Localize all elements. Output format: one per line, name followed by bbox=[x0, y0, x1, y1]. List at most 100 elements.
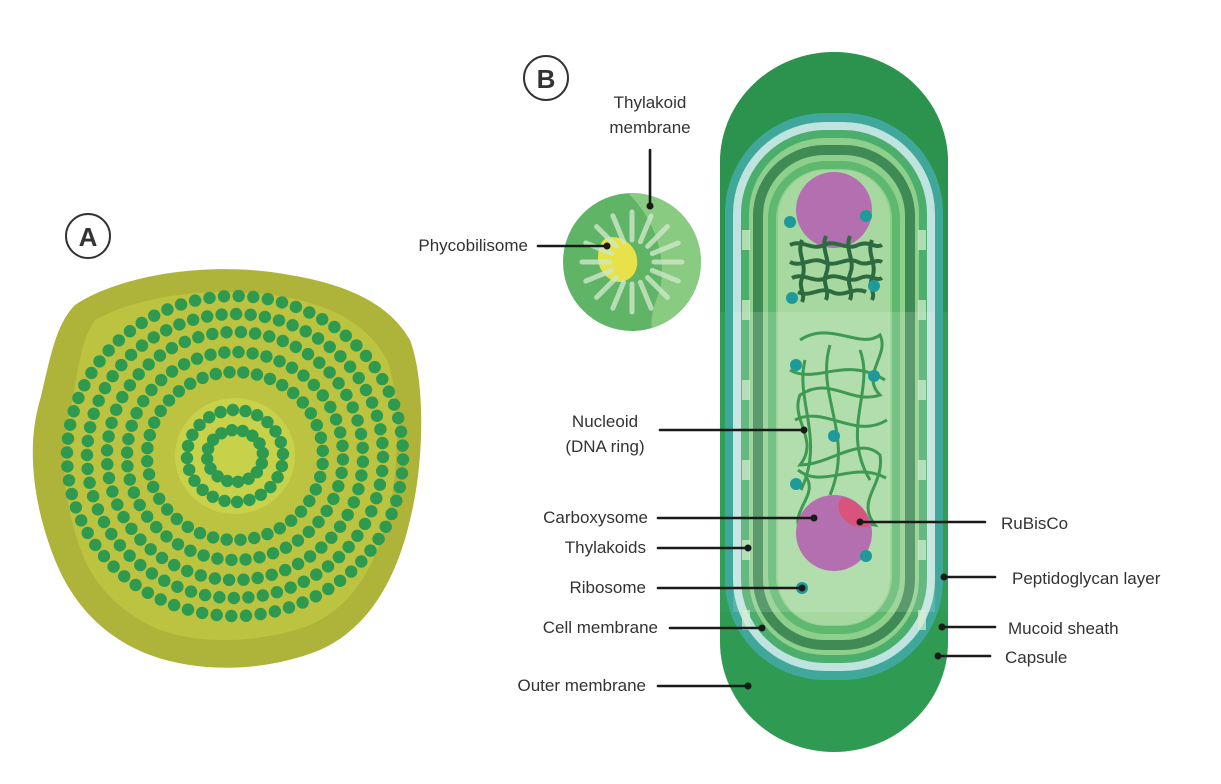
thylakoid-dot bbox=[106, 485, 119, 498]
thylakoid-dot bbox=[62, 474, 76, 487]
thylakoid-dot bbox=[123, 473, 136, 486]
thylakoid-ray bbox=[610, 213, 627, 245]
thylakoid-dot bbox=[328, 320, 341, 334]
thylakoid-dot bbox=[297, 575, 310, 588]
thylakoid-dot bbox=[334, 350, 347, 363]
thylakoid-dot bbox=[254, 607, 267, 621]
thylakoid-dot bbox=[93, 355, 106, 368]
thylakoid-dot bbox=[296, 596, 309, 609]
thylakoid-dot bbox=[162, 394, 176, 407]
label-nucleoid: Nucleoid (DNA ring) bbox=[565, 412, 808, 456]
thylakoid-dot bbox=[309, 590, 322, 603]
thylakoid-dot bbox=[276, 378, 289, 392]
thylakoid-dot bbox=[316, 313, 329, 326]
ribosome-dot bbox=[868, 370, 880, 382]
thylakoid-dot bbox=[97, 549, 111, 563]
thylakoid-dot bbox=[276, 447, 290, 461]
dna-strands-top bbox=[789, 235, 884, 303]
thylakoid-dot bbox=[69, 501, 83, 514]
thylakoid-dot bbox=[203, 411, 216, 424]
thylakoid-dot bbox=[204, 462, 217, 475]
thylakoid-dot bbox=[287, 386, 300, 400]
ribosome-dot bbox=[860, 550, 872, 562]
thylakoid-dot bbox=[329, 413, 343, 426]
thylakoid-dot bbox=[336, 453, 350, 466]
thylakoid-dot bbox=[148, 416, 161, 429]
thylakoid-dot bbox=[301, 347, 315, 361]
thylakoid-dot bbox=[351, 414, 364, 427]
thylakoid-dot bbox=[332, 377, 345, 390]
thylakoid-dash bbox=[918, 540, 926, 560]
thylakoid-rays bbox=[579, 209, 685, 315]
thylakoid-dot bbox=[253, 437, 266, 450]
thylakoid-dot bbox=[101, 458, 114, 471]
ribosome-dot bbox=[860, 210, 872, 222]
thylakoid-dot bbox=[239, 609, 253, 622]
panel-b: B bbox=[418, 52, 1161, 752]
thylakoid-dot bbox=[373, 478, 387, 491]
thylakoid-dot bbox=[147, 331, 160, 344]
thylakoid-dot bbox=[248, 327, 262, 340]
thylakoid-dot bbox=[78, 379, 91, 392]
leader-tip-mucoid-sheath bbox=[938, 623, 946, 631]
label-capsule: Capsule bbox=[934, 648, 1067, 667]
thylakoid-dot bbox=[342, 540, 355, 554]
thylakoid-dot bbox=[102, 471, 116, 485]
thylakoid-dot bbox=[225, 609, 238, 623]
thylakoid-dot bbox=[206, 490, 219, 503]
thylakoid-dot bbox=[333, 520, 347, 533]
thylakoid-dot bbox=[352, 371, 365, 385]
thylakoid-dot bbox=[153, 492, 166, 505]
thylakoid-dot bbox=[170, 512, 183, 526]
thylakoid-dot bbox=[376, 450, 390, 464]
thylakoid-dot bbox=[124, 348, 138, 362]
thylakoid-outer-ring bbox=[753, 145, 915, 650]
thylakoid-dot bbox=[324, 400, 337, 414]
thylakoid-dot bbox=[86, 490, 100, 503]
thylakoid-dot bbox=[396, 453, 410, 466]
thylakoid-dot bbox=[237, 366, 250, 379]
thylakoid-dot bbox=[304, 407, 317, 420]
thylakoid-dot bbox=[275, 459, 289, 473]
thylakoid-dot bbox=[85, 366, 98, 380]
thylakoid-dot bbox=[168, 558, 181, 572]
thylakoid-dot bbox=[392, 411, 405, 425]
thylakoid-dot bbox=[264, 480, 277, 494]
thylakoid-dot bbox=[358, 517, 372, 531]
thylakoid-dot bbox=[117, 510, 130, 524]
label-outer-membrane-text: Outer membrane bbox=[518, 676, 647, 695]
thylakoid-dot bbox=[256, 589, 269, 602]
thylakoid-dash bbox=[918, 610, 926, 630]
thylakoid-dot bbox=[242, 591, 255, 604]
thylakoid-dot bbox=[118, 570, 131, 583]
thylakoid-dot bbox=[230, 495, 244, 509]
thylakoid-dot bbox=[285, 361, 299, 374]
thylakoid-dot bbox=[294, 505, 308, 518]
thylakoid-dot bbox=[167, 598, 181, 612]
thylakoid-dot bbox=[75, 514, 88, 527]
thylakoid-dot bbox=[209, 367, 222, 381]
thylakoid-dot bbox=[269, 425, 282, 438]
thylakoid-dot bbox=[97, 515, 111, 529]
thylakoid-dot bbox=[141, 441, 154, 455]
thylakoid-dot bbox=[340, 388, 353, 402]
thylakoid-dot bbox=[261, 527, 274, 541]
thylakoid-dot bbox=[174, 298, 188, 311]
thylakoid-dot bbox=[365, 396, 379, 409]
thylakoid-dot bbox=[232, 345, 245, 359]
thylakoid-dot bbox=[279, 563, 292, 577]
thylakoid-dot bbox=[390, 494, 403, 507]
thylakoid-dot bbox=[376, 436, 389, 450]
thylakoid-ray bbox=[594, 275, 619, 300]
thylakoid-dot bbox=[260, 350, 273, 363]
thylakoid-dot bbox=[263, 330, 276, 343]
ribosome-dot bbox=[786, 292, 798, 304]
thylakoid-dot bbox=[91, 503, 105, 516]
thylakoid-dot bbox=[171, 580, 184, 593]
thylakoid-dot bbox=[180, 451, 194, 465]
thylakoid-dot bbox=[135, 339, 149, 352]
thylakoid-dot bbox=[123, 379, 137, 392]
thylakoid-dot bbox=[220, 326, 233, 339]
thylakoid-dot bbox=[208, 572, 222, 585]
